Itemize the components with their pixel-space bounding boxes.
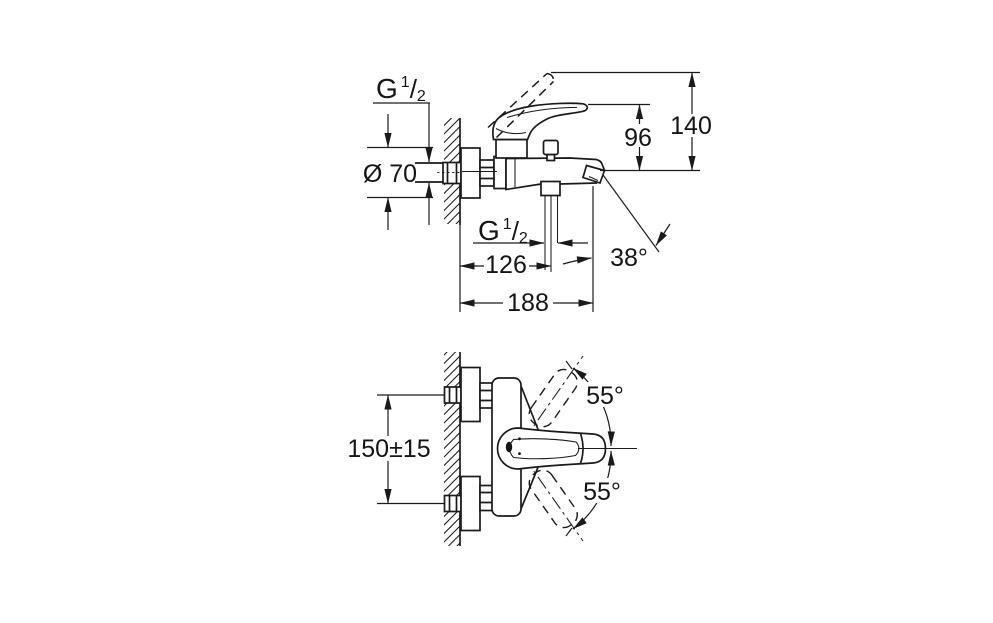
union-nut-bottom <box>479 484 494 512</box>
dimension-height-96: 96 <box>588 103 654 171</box>
faucet-side-view <box>415 72 606 272</box>
wall-section-side <box>444 118 461 312</box>
spout-angle-leader <box>602 174 660 253</box>
dim-depth-126-label: 126 <box>485 251 527 279</box>
dimension-depth-126: 126 <box>459 251 552 279</box>
lever-swing-bottom-dashed <box>528 469 578 529</box>
dimension-escutcheon-diameter: Ø 70 <box>363 114 433 230</box>
dim-connection-spacing-label: 150±15 <box>347 435 430 463</box>
supply-nut-top <box>443 386 462 404</box>
dim-swing-bottom-label: 55° <box>583 478 621 506</box>
aerator-outlet <box>581 164 606 185</box>
supply-pipe-stub <box>415 162 443 183</box>
dim-escutcheon-diameter-label: Ø 70 <box>363 160 417 188</box>
dimension-height-140: 140 <box>551 71 714 172</box>
dim-height-96-label: 96 <box>624 124 652 152</box>
dimension-swing-top: 55° <box>565 360 629 447</box>
lever-raised-dashed <box>487 72 555 139</box>
escutcheon-top <box>460 366 481 423</box>
wall-hatch <box>444 352 460 546</box>
dimension-depth-188: 188 <box>459 186 594 317</box>
body-transition <box>520 385 542 510</box>
hose-outlet-nipple <box>540 180 561 197</box>
valve-housing <box>493 155 507 190</box>
lever-handle-side <box>492 102 589 141</box>
dimension-spout-angle: 38° <box>562 174 671 272</box>
bottom-view: 150±15 55° 55° <box>344 352 637 546</box>
dim-depth-188-label: 188 <box>507 289 549 317</box>
escutcheon-side <box>460 147 481 199</box>
union-nut-side <box>479 159 495 187</box>
dim-swing-top-label: 55° <box>586 382 624 410</box>
supply-nut-bottom <box>443 494 462 513</box>
dimension-connection-spacing: 150±15 <box>344 394 444 505</box>
lever-swing-top-dashed <box>528 368 578 428</box>
diverter-knob <box>542 139 559 156</box>
dim-height-140-label: 140 <box>670 112 712 140</box>
dim-spout-angle-label: 38° <box>610 244 648 272</box>
escutcheon-bottom <box>460 475 481 532</box>
cartridge-marker <box>505 441 513 453</box>
wall-section-plan <box>444 352 461 546</box>
union-nut-top <box>479 382 494 409</box>
cartridge-housing <box>495 138 528 159</box>
dimension-swing-bottom: 55° <box>565 450 626 537</box>
